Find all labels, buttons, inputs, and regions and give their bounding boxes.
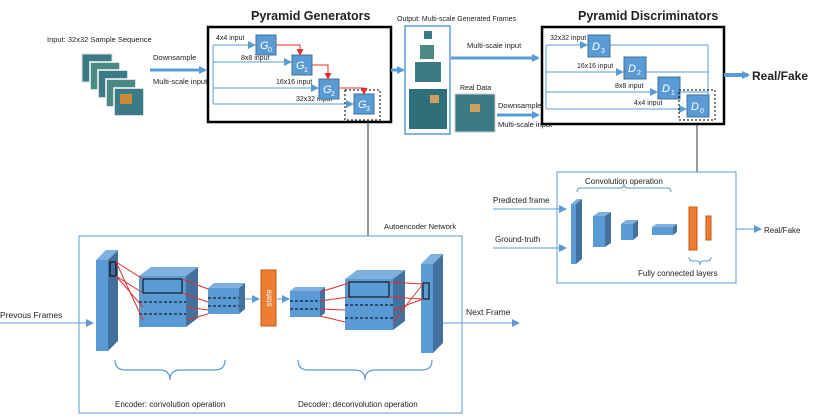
previous-frames-label: Prevous Frames bbox=[0, 310, 62, 320]
real-data-image bbox=[454, 93, 496, 133]
state-label: state bbox=[265, 289, 274, 307]
conv-brace bbox=[576, 183, 672, 193]
discriminator-d3: D 3 bbox=[587, 34, 611, 58]
output-multiscale-label: Multi-scale input bbox=[467, 41, 522, 50]
state-block bbox=[260, 269, 277, 327]
svg-text:3: 3 bbox=[366, 106, 370, 113]
predicted-frame-label: Predicted frame bbox=[493, 196, 550, 205]
decoder-block-2 bbox=[345, 270, 405, 330]
disc-input-16x16-label: 16x16 input bbox=[577, 63, 613, 70]
pyramid-generators-title: Pyramid Generators bbox=[251, 9, 371, 23]
convolution-operation-label: Convolution operation bbox=[585, 177, 663, 186]
gen-input-16x16-label: 16x16 input bbox=[276, 79, 312, 86]
encoder-block-1 bbox=[139, 267, 198, 327]
real-multiscale-label: Multi-scale input bbox=[498, 120, 553, 129]
fc-brace bbox=[688, 256, 712, 266]
real-downsample-label: Downsample bbox=[498, 101, 541, 110]
encoder-block-2 bbox=[208, 283, 245, 314]
disc-input-4x4-label: 4x4 input bbox=[634, 100, 662, 107]
svg-text:0: 0 bbox=[268, 47, 272, 54]
input-frame-stack bbox=[81, 53, 145, 117]
svg-text:D: D bbox=[662, 83, 670, 95]
svg-text:D: D bbox=[592, 41, 600, 53]
real-data-label: Real Data bbox=[460, 85, 491, 92]
real-fake-label: Real/Fake bbox=[752, 69, 808, 83]
disc-conv-layers bbox=[571, 199, 677, 264]
discriminator-d2: D 2 bbox=[623, 56, 647, 80]
svg-text:2: 2 bbox=[637, 70, 641, 77]
autoencoder-panel bbox=[78, 235, 463, 414]
disc-input-8x8-label: 8x8 input bbox=[615, 83, 643, 90]
svg-text:0: 0 bbox=[700, 108, 704, 115]
svg-text:D: D bbox=[628, 63, 636, 75]
generator-g0: G 0 bbox=[255, 34, 277, 56]
decoder-label: Decoder: deconvolution operation bbox=[298, 400, 418, 409]
decoder-connections bbox=[319, 281, 424, 323]
gen-input-32x32-label: 32x32 input bbox=[296, 96, 332, 103]
multiscale-input-label: Multi-scale input bbox=[153, 77, 208, 86]
generator-g3: G 3 bbox=[353, 93, 375, 115]
output-frames-panel bbox=[404, 25, 451, 135]
next-frame-label: Next Frame bbox=[466, 307, 511, 317]
autoencoder-title: Autoencoder Network bbox=[384, 222, 456, 231]
generator-g2: G 2 bbox=[318, 78, 340, 100]
svg-text:3: 3 bbox=[601, 48, 605, 55]
encoder-input-slab bbox=[96, 250, 118, 351]
gen-input-8x8-label: 8x8 input bbox=[241, 55, 269, 62]
svg-text:G: G bbox=[358, 99, 367, 111]
discriminator-d0: D 0 bbox=[686, 94, 710, 118]
svg-text:1: 1 bbox=[671, 90, 675, 97]
downsample-label: Downsample bbox=[153, 53, 196, 62]
encoder-label: Encoder: convolution operation bbox=[115, 400, 225, 409]
svg-text:D: D bbox=[691, 101, 699, 113]
discriminator-detail-panel bbox=[556, 171, 737, 284]
encoder-connections bbox=[115, 261, 209, 321]
fully-connected-label: Fully connected layers bbox=[638, 269, 718, 278]
svg-text:G: G bbox=[323, 84, 332, 96]
decoder-brace bbox=[297, 359, 433, 381]
d0-highlight-box bbox=[678, 89, 716, 121]
decoder-output-slab bbox=[421, 254, 443, 353]
generators-panel bbox=[206, 25, 393, 124]
detail-real-fake-label: Real/Fake bbox=[764, 226, 801, 235]
output-frames-label: Output: Multi-scale Generated Frames bbox=[397, 16, 517, 23]
gen-input-4x4-label: 4x4 input bbox=[216, 35, 244, 42]
decoder-block-1 bbox=[290, 287, 325, 317]
output-frame-images bbox=[409, 31, 447, 129]
svg-text:1: 1 bbox=[304, 67, 308, 74]
input-sequence-label: Input: 32x32 Sample Sequence bbox=[47, 35, 152, 44]
disc-input-32x32-label: 32x32 input bbox=[550, 35, 586, 42]
svg-text:G: G bbox=[260, 40, 269, 52]
svg-text:G: G bbox=[296, 60, 305, 72]
ground-truth-label: Ground-truth bbox=[495, 235, 540, 244]
pyramid-discriminators-title: Pyramid Discriminators bbox=[578, 9, 718, 23]
encoder-brace bbox=[114, 359, 226, 381]
discriminator-d1: D 1 bbox=[657, 76, 681, 100]
generator-g1: G 1 bbox=[291, 54, 313, 76]
fully-connected-layers bbox=[688, 206, 712, 251]
svg-text:2: 2 bbox=[331, 91, 335, 98]
